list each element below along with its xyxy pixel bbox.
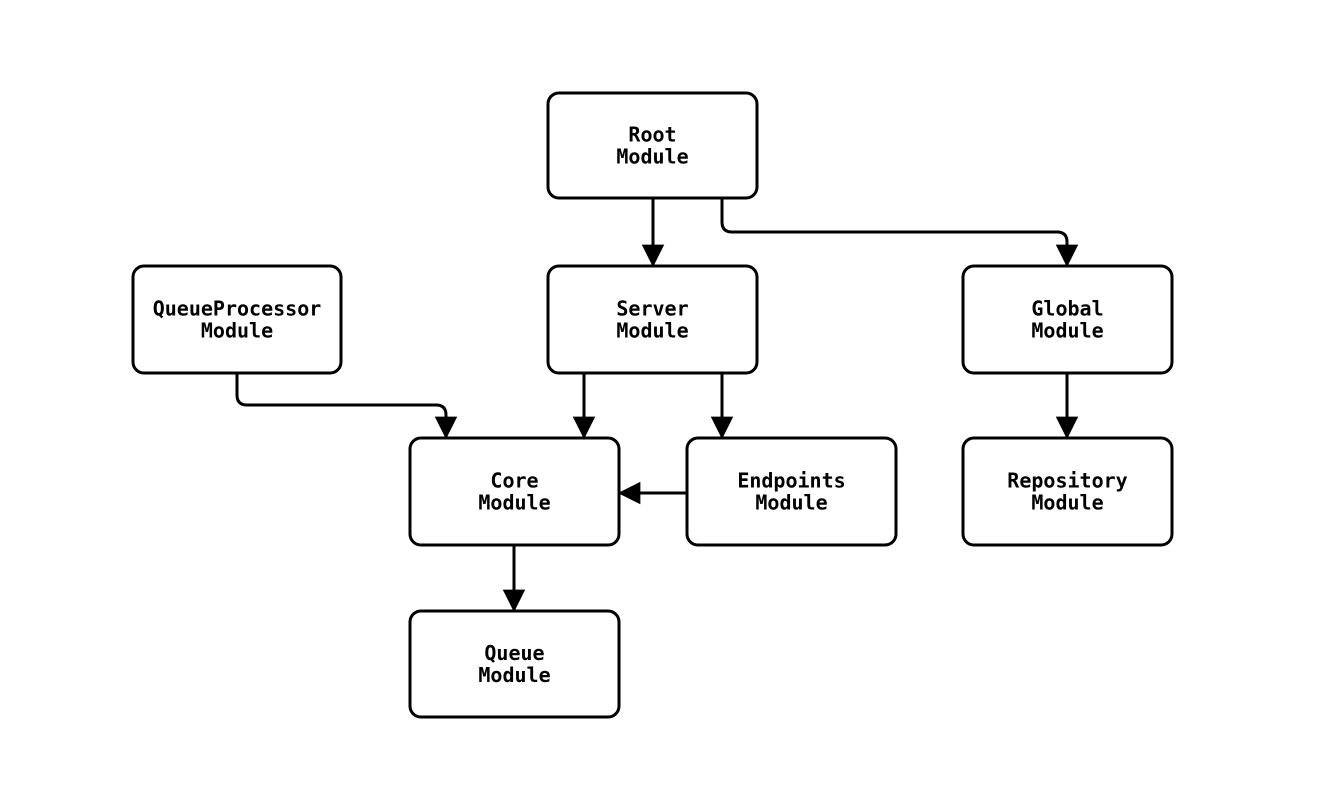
- edge-layer: [235, 198, 1079, 613]
- node-global-box: [961, 264, 1174, 375]
- node-endpoints-box: [685, 436, 898, 547]
- node-repository-box: [961, 436, 1174, 547]
- node-queue-box: [408, 609, 621, 719]
- node-root-box: [546, 91, 759, 200]
- edge-queueprocessor-to-core: [235, 373, 458, 440]
- edge-root-to-global: [720, 198, 1079, 268]
- node-core-box: [408, 436, 621, 547]
- node-queueprocessor-box: [131, 264, 343, 375]
- node-server-box: [546, 264, 759, 375]
